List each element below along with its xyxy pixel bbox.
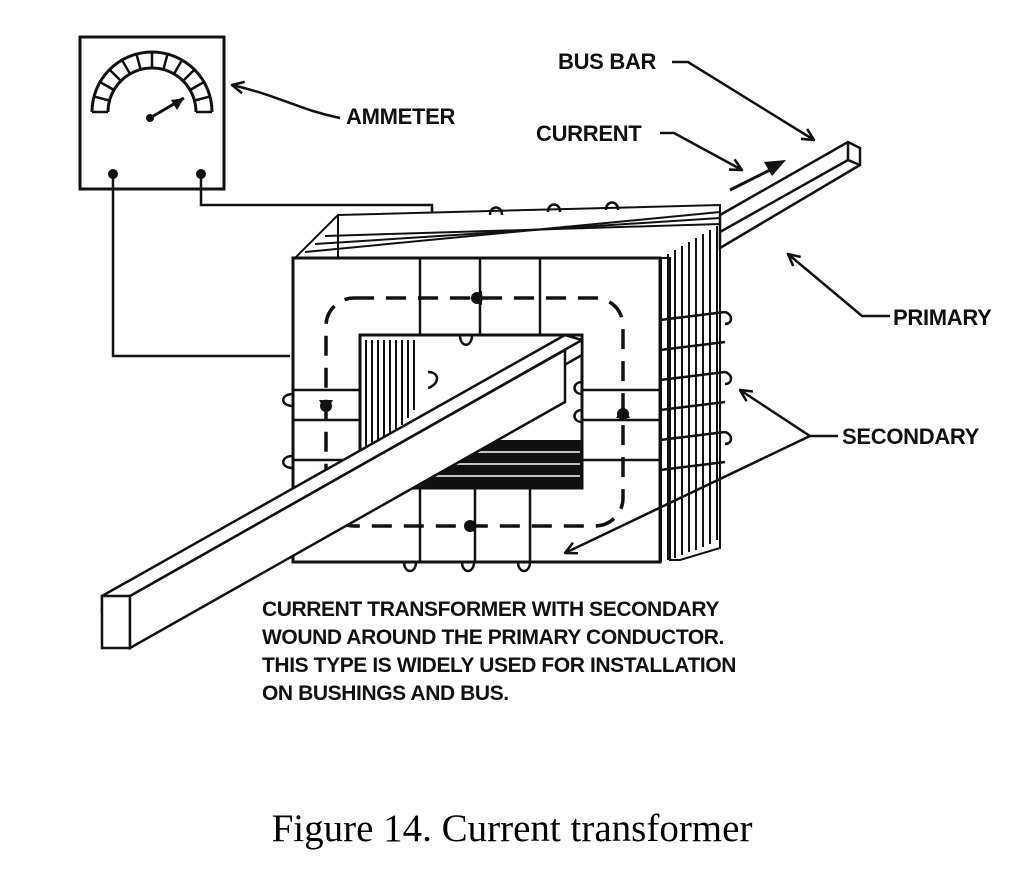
- ammeter-label: AMMETER: [346, 104, 456, 129]
- secondary-leader-upper: [740, 390, 838, 438]
- ammeter-scale-tick: [108, 68, 122, 82]
- current-label: CURRENT: [536, 121, 642, 146]
- ammeter-scale-tick: [135, 53, 142, 70]
- secondary-label: SECONDARY: [842, 424, 980, 449]
- description-line-4: ON BUSHINGS AND BUS.: [262, 682, 509, 705]
- ammeter-scale-tick: [172, 59, 184, 75]
- ammeter-scale: [90, 50, 214, 114]
- current-leader: [660, 131, 742, 170]
- ammeter: [78, 35, 226, 191]
- bus-bar-front: [100, 333, 584, 651]
- ammeter-scale-tick: [162, 53, 169, 70]
- ammeter-scale-tick: [93, 95, 110, 102]
- leader-lines: [232, 60, 890, 553]
- bus-bar-end: [100, 594, 132, 650]
- bus-bar-leader: [672, 60, 814, 140]
- ammeter-needle: [146, 96, 185, 122]
- current-direction-arrow: [729, 160, 786, 192]
- secondary-winding: [282, 201, 733, 573]
- ammeter-scale-tick: [194, 95, 211, 102]
- magnetic-flux-path: [319, 291, 630, 533]
- ammeter-leader: [232, 85, 341, 120]
- ammeter-scale-tick: [120, 59, 132, 75]
- bus-bar-rear: [718, 140, 862, 251]
- description-text: CURRENT TRANSFORMER WITH SECONDARY WOUND…: [262, 598, 736, 705]
- ammeter-scale-tick: [189, 80, 205, 92]
- ammeter-scale-tick: [182, 68, 196, 82]
- bus-bar-label: BUS BAR: [558, 49, 657, 74]
- description-line-3: THIS TYPE IS WIDELY USED FOR INSTALLATIO…: [262, 654, 736, 677]
- ammeter-leads: [111, 174, 434, 358]
- primary-leader: [788, 254, 890, 318]
- description-line-1: CURRENT TRANSFORMER WITH SECONDARY: [262, 598, 719, 621]
- description-line-2: WOUND AROUND THE PRIMARY CONDUCTOR.: [262, 626, 724, 649]
- ammeter-scale-tick: [99, 80, 115, 92]
- secondary-leader-lower: [565, 434, 811, 553]
- figure-caption: Figure 14. Current transformer: [271, 807, 753, 850]
- primary-label: PRIMARY: [893, 305, 992, 330]
